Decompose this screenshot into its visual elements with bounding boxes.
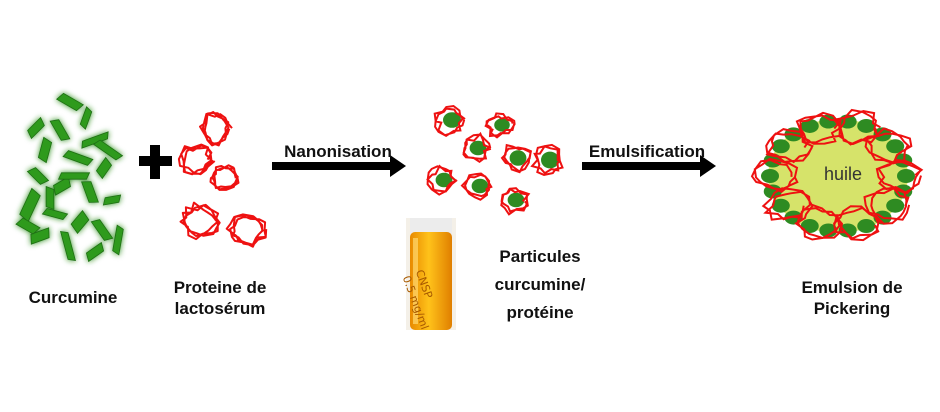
adsorbed-particle	[819, 223, 838, 238]
crystal-shard	[27, 116, 45, 140]
protein-shell	[864, 127, 913, 165]
particle-shell	[500, 187, 531, 216]
proteine-label: Proteine de	[173, 278, 267, 297]
particle-core	[507, 192, 525, 208]
particle-shell	[462, 131, 492, 164]
emulsification-label: Emulsification	[588, 142, 706, 161]
particle-shell	[433, 104, 466, 138]
protein-shell	[794, 204, 844, 241]
adsorbed-particle	[761, 169, 779, 183]
particules-label: Particules	[499, 247, 581, 266]
adsorbed-particle	[771, 139, 790, 154]
pickering-droplet-icon	[750, 108, 924, 242]
crystal-shard	[60, 231, 76, 261]
particle-shell	[530, 143, 564, 176]
crystal-shard	[26, 167, 50, 185]
crystal-shard	[92, 139, 124, 161]
crystal-shard	[15, 217, 41, 235]
particle-core	[494, 118, 510, 132]
pickering-label: Pickering	[813, 299, 891, 318]
crystal-shard	[49, 119, 71, 141]
protein-shell	[833, 205, 883, 242]
curcumine-label: Curcumine	[28, 288, 118, 307]
crystal-shard	[70, 209, 90, 235]
nanonisation-arrow	[272, 155, 406, 177]
proteine-label-line3: protéine	[506, 303, 574, 322]
protein-coil	[199, 111, 233, 147]
protein-coil	[179, 201, 221, 241]
crystal-shard	[30, 227, 50, 245]
plus-icon	[139, 145, 172, 179]
particle-core	[509, 150, 527, 166]
adsorbed-particle	[886, 198, 905, 213]
emulsification-arrow	[582, 155, 716, 177]
particle-core	[443, 112, 461, 128]
crystal-shard	[45, 185, 55, 211]
crystal-shard	[90, 219, 114, 241]
particle-shell	[484, 112, 516, 139]
protein-shell	[765, 128, 814, 164]
particle-shell	[500, 143, 533, 174]
adsorbed-particle	[800, 118, 819, 133]
huile-label: huile	[823, 164, 863, 184]
crystal-shard	[81, 181, 99, 203]
adsorbed-particle	[838, 223, 857, 238]
particle-core	[471, 178, 489, 194]
crystal-shard	[37, 136, 53, 164]
crystal-shard	[95, 156, 113, 180]
crystal-shard	[81, 131, 109, 149]
protein-shell	[750, 157, 799, 193]
crystal-shard	[62, 150, 94, 166]
adsorbed-particle	[771, 198, 790, 213]
adsorbed-particle	[857, 219, 876, 234]
particle-core	[435, 172, 453, 188]
crystal-shard	[57, 172, 91, 180]
curcumin-crystals-icon	[15, 92, 124, 263]
crystal-shard	[79, 106, 93, 130]
protein-coil	[209, 164, 240, 191]
emulsion-label: Emulsion de	[801, 278, 903, 297]
protein-coil	[177, 143, 216, 176]
adsorbed-particle	[857, 118, 876, 133]
adsorbed-particle	[897, 169, 915, 183]
crystal-shard	[112, 224, 124, 256]
particle-shell	[426, 164, 458, 196]
protein-shell	[863, 187, 911, 225]
crystal-shard	[41, 207, 69, 221]
particle-core	[469, 140, 487, 156]
protein-shell	[761, 187, 813, 221]
protein-shell	[832, 108, 881, 146]
crystal-shard	[53, 176, 71, 196]
crystal-shard	[102, 194, 122, 206]
curcumine-protein-label: curcumine/	[494, 275, 586, 294]
crystal-shard	[56, 92, 84, 112]
curcumin-protein-particles-icon	[426, 104, 564, 216]
whey-protein-icon	[177, 111, 268, 248]
nanonisation-label: Nanonisation	[284, 142, 392, 161]
sample-tube-photo	[406, 218, 456, 330]
adsorbed-particle	[886, 139, 905, 154]
particle-shell	[460, 172, 493, 201]
particle-core	[541, 151, 559, 169]
protein-coil	[225, 213, 268, 248]
crystal-shard	[85, 241, 105, 263]
crystal-shard	[19, 187, 41, 223]
adsorbed-particle	[819, 114, 838, 129]
lactoserum-label: lactosérum	[174, 299, 266, 318]
